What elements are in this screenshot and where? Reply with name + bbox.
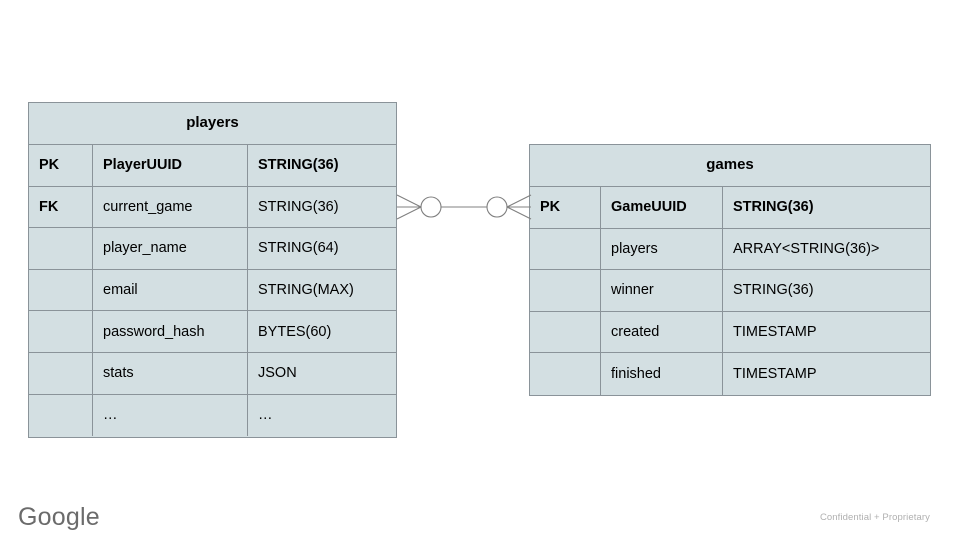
row-key-badge — [530, 311, 601, 353]
row-key-badge: PK — [29, 145, 93, 186]
entity-table-games[interactable]: games PK GameUUID STRING(36) players ARR… — [529, 144, 931, 396]
row-field-name: player_name — [93, 228, 248, 269]
right-crowsfoot-prong-top — [506, 194, 532, 208]
table-row[interactable]: PK GameUUID STRING(36) — [530, 187, 930, 229]
row-key-badge — [530, 270, 601, 311]
row-field-type: JSON — [258, 365, 297, 382]
row-key-badge: PK — [530, 187, 601, 228]
left-crowsfoot-prong-top — [396, 194, 422, 208]
table-row[interactable]: finished TIMESTAMP — [530, 353, 930, 395]
row-field-type: STRING(36) — [258, 157, 339, 174]
table-row[interactable]: winner STRING(36) — [530, 270, 930, 312]
table-row[interactable]: created TIMESTAMP — [530, 311, 930, 354]
row-field-name: email — [93, 269, 248, 311]
right-crowsfoot-prong-bottom — [506, 206, 532, 220]
left-crowsfoot-prong-bottom — [396, 206, 422, 220]
row-field-type: STRING(MAX) — [258, 282, 354, 299]
row-key-badge — [29, 394, 93, 437]
row-field-name: winner — [601, 270, 723, 311]
right-optionality-circle — [486, 196, 508, 218]
row-key-badge — [530, 353, 601, 395]
table-row[interactable]: stats JSON — [29, 352, 396, 395]
row-field-type: STRING(36) — [258, 198, 339, 215]
row-field-type: ARRAY<STRING(36)> — [733, 240, 880, 257]
table-row[interactable]: player_name STRING(64) — [29, 228, 396, 270]
table-row[interactable]: password_hash BYTES(60) — [29, 311, 396, 353]
row-field-name: players — [601, 228, 723, 270]
row-field-type: … — [258, 407, 273, 424]
row-field-name: current_game — [93, 186, 248, 228]
entity-title-players: players — [29, 103, 396, 145]
entity-table-players[interactable]: players PK PlayerUUID STRING(36) FK curr… — [28, 102, 397, 438]
row-field-name: created — [601, 311, 723, 353]
row-field-type: BYTES(60) — [258, 323, 332, 340]
confidentiality-note: Confidential + Proprietary — [819, 512, 930, 523]
row-field-type: STRING(36) — [733, 282, 814, 299]
row-field-type: STRING(36) — [733, 199, 814, 216]
row-key-badge — [29, 311, 93, 352]
entity-title-games: games — [530, 145, 930, 187]
row-field-type: TIMESTAMP — [733, 366, 817, 383]
row-key-badge: FK — [29, 186, 93, 228]
row-key-badge — [29, 228, 93, 269]
left-optionality-circle — [420, 196, 442, 218]
row-field-name: password_hash — [93, 311, 248, 352]
row-field-type: STRING(64) — [258, 240, 339, 257]
relationship-connector-players-games[interactable] — [390, 182, 540, 232]
row-field-name: stats — [93, 352, 248, 394]
row-key-badge — [29, 269, 93, 311]
row-field-type: TIMESTAMP — [733, 324, 817, 341]
table-row[interactable]: … … — [29, 394, 396, 437]
row-field-name: PlayerUUID — [93, 145, 248, 186]
table-row[interactable]: FK current_game STRING(36) — [29, 186, 396, 229]
row-key-badge — [530, 228, 601, 270]
google-logo: Google — [18, 503, 100, 531]
row-key-badge — [29, 352, 93, 394]
row-field-name: finished — [601, 353, 723, 395]
table-row[interactable]: players ARRAY<STRING(36)> — [530, 228, 930, 271]
row-field-name: GameUUID — [601, 187, 723, 228]
table-row[interactable]: email STRING(MAX) — [29, 269, 396, 312]
table-row[interactable]: PK PlayerUUID STRING(36) — [29, 145, 396, 187]
row-field-name: … — [93, 394, 248, 437]
